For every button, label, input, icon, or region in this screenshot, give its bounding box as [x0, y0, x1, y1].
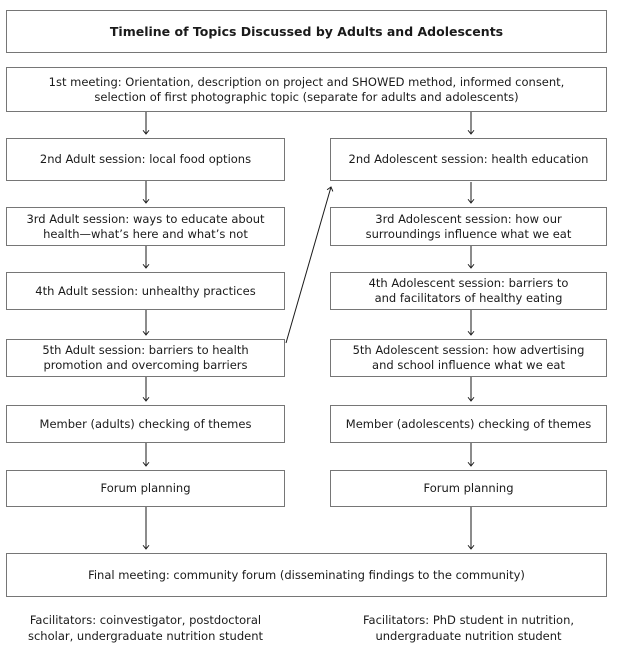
box-adult-forum-planning: Forum planning	[6, 470, 285, 507]
box-final-meeting: Final meeting: community forum (dissemin…	[6, 553, 607, 597]
box-adult-session-4: 4th Adult session: unhealthy practices	[6, 272, 285, 310]
adult-facilitators-note: Facilitators: coinvestigator, postdoctor…	[27, 613, 263, 643]
adolescent-facilitators-note: Facilitators: PhD student in nutrition, …	[362, 613, 575, 643]
arrow-adult5-to-adol2-diagonal	[285, 186, 334, 344]
box-adult-session-3: 3rd Adult session: ways to educate about…	[6, 207, 285, 246]
diagram-title: Timeline of Topics Discussed by Adults a…	[6, 10, 607, 53]
box-adult-member-checking: Member (adults) checking of themes	[6, 405, 285, 443]
box-adolescent-session-2: 2nd Adolescent session: health education	[330, 138, 607, 181]
box-adolescent-session-5: 5th Adolescent session: how advertising …	[330, 339, 607, 377]
box-adolescent-member-checking: Member (adolescents) checking of themes	[330, 405, 607, 443]
box-adult-session-5: 5th Adult session: barriers to health pr…	[6, 339, 285, 377]
box-adolescent-session-4: 4th Adolescent session: barriers to and …	[330, 272, 607, 310]
box-adolescent-session-3: 3rd Adolescent session: how our surround…	[330, 207, 607, 246]
box-adolescent-forum-planning: Forum planning	[330, 470, 607, 507]
box-first-meeting: 1st meeting: Orientation, description on…	[6, 67, 607, 112]
box-adult-session-2: 2nd Adult session: local food options	[6, 138, 285, 181]
